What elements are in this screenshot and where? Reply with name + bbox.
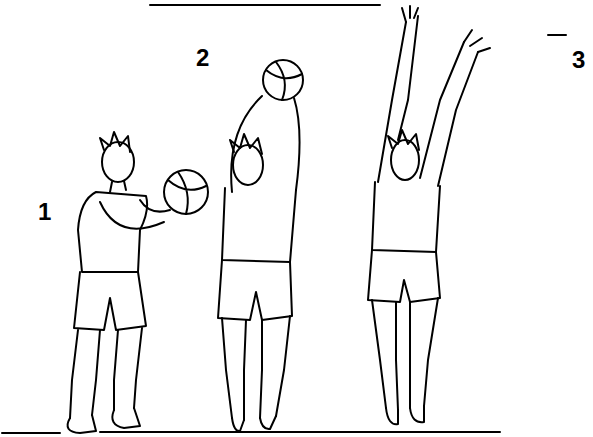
frame-line [548, 34, 566, 36]
frame-line [2, 432, 60, 434]
player-figure [368, 6, 490, 424]
callout-number: 3 [572, 48, 585, 72]
callout-number: 2 [196, 46, 209, 70]
callout-number: 1 [38, 200, 51, 224]
player-figure [68, 132, 208, 433]
frame-line [100, 431, 500, 433]
frame-line [150, 4, 380, 6]
player-figure [218, 60, 303, 431]
